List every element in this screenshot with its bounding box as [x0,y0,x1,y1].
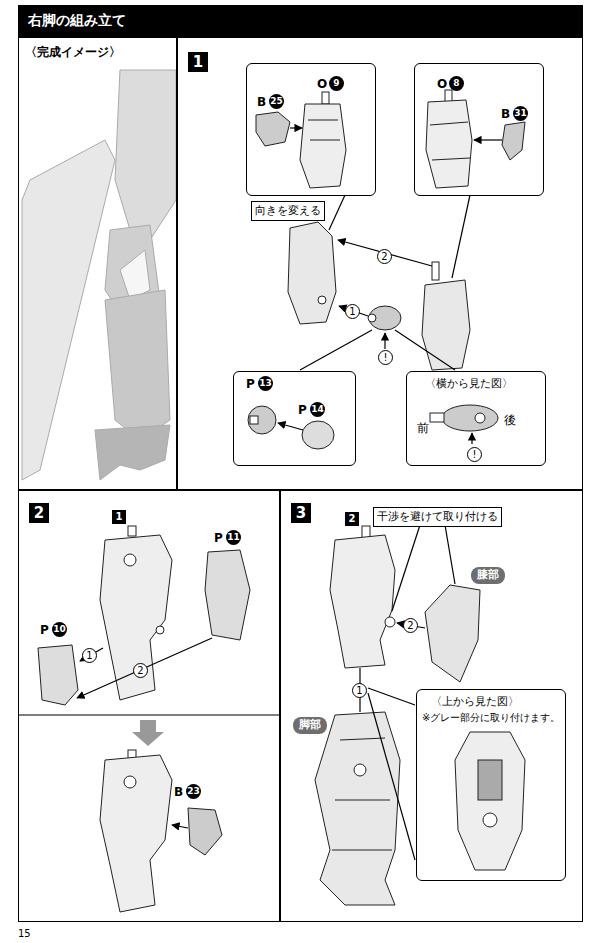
part-tag-text: 脚部 [299,719,321,731]
part-tag-text: 膝部 [477,569,499,581]
part-number: 31 [513,106,528,121]
step1-lines [278,128,502,444]
note-box: 干渉を避けて取り付ける [373,507,502,527]
part-number: 9 [329,76,344,91]
part-number: 13 [258,376,273,391]
step-ref: 2 [345,512,359,526]
part-tag: 脚部 [293,717,327,734]
step1-parts [248,90,525,449]
part-number: 25 [269,94,284,109]
part-tag: 膝部 [471,567,505,584]
view-inset: 〈上から見た図〉 ※グレー部分に取り付けます。 [416,689,566,881]
part-number: 10 [52,622,67,637]
page-title: 右脚の組み立て [28,13,126,28]
note-text: ※グレー部分に取り付けます。 [422,712,560,723]
step-circle: 1 [82,648,97,663]
step-panel: 1B25O9O8B31向きを変えるP13P14〈横から見た図〉前後! [177,37,583,490]
step2-parts [38,526,250,912]
part-letter: B [174,786,183,799]
step-number: 3 [291,503,311,523]
step-number: 1 [188,52,208,72]
view-title: 〈横から見た図〉 [425,378,513,390]
part-letter: P [214,532,223,545]
step-panel: 3 干渉を避けて取り付ける膝部脚部 〈上から見た図〉 ※グレー部分に取り付けます。 [280,490,583,922]
direction-label: 前 [417,422,429,435]
step-circle: 2 [403,618,418,633]
step-circle: 2 [377,249,392,264]
part-number: 11 [226,530,241,545]
step3-lines [360,525,455,860]
caution-mark: ! [378,350,393,365]
part-letter: P [246,378,255,391]
step-circle: 1 [345,304,360,319]
completion-figure [22,70,176,480]
part-letter: B [501,108,510,121]
direction-label: 後 [504,414,516,427]
part-number: 14 [310,402,325,417]
title-bar: 右脚の組み立て [18,5,583,37]
step-ref: 1 [112,510,126,524]
step-circle: 2 [133,663,148,678]
view-inset: 〈横から見た図〉前 後! [406,371,546,466]
step-number: 2 [29,503,49,523]
step-panel: 2 [18,490,280,922]
part-letter: B [257,96,266,109]
part-letter: O [317,78,327,91]
caution-mark: ! [467,447,482,462]
image-panel: 〈完成イメージ〉 [18,37,177,490]
step-circle: 1 [352,683,367,698]
section-heading: 〈完成イメージ〉 [25,46,121,59]
part-number: 23 [186,784,201,799]
page-number: 15 [18,928,31,939]
view-title: 〈上から見た図〉 [431,696,519,708]
part-number: 8 [449,76,464,91]
part-inset: B25 O9 [246,63,376,196]
part-inset: P13P14 [233,371,356,466]
note-text: 干渉を避けて取り付ける [377,511,498,523]
part-letter: P [40,624,49,637]
part-inset: O8B31 [414,63,544,196]
part-letter: P [298,404,307,417]
step2-lines [18,638,280,828]
note-box: 向きを変える [251,201,325,221]
part-letter: O [437,78,447,91]
note-text: 向きを変える [255,205,321,217]
